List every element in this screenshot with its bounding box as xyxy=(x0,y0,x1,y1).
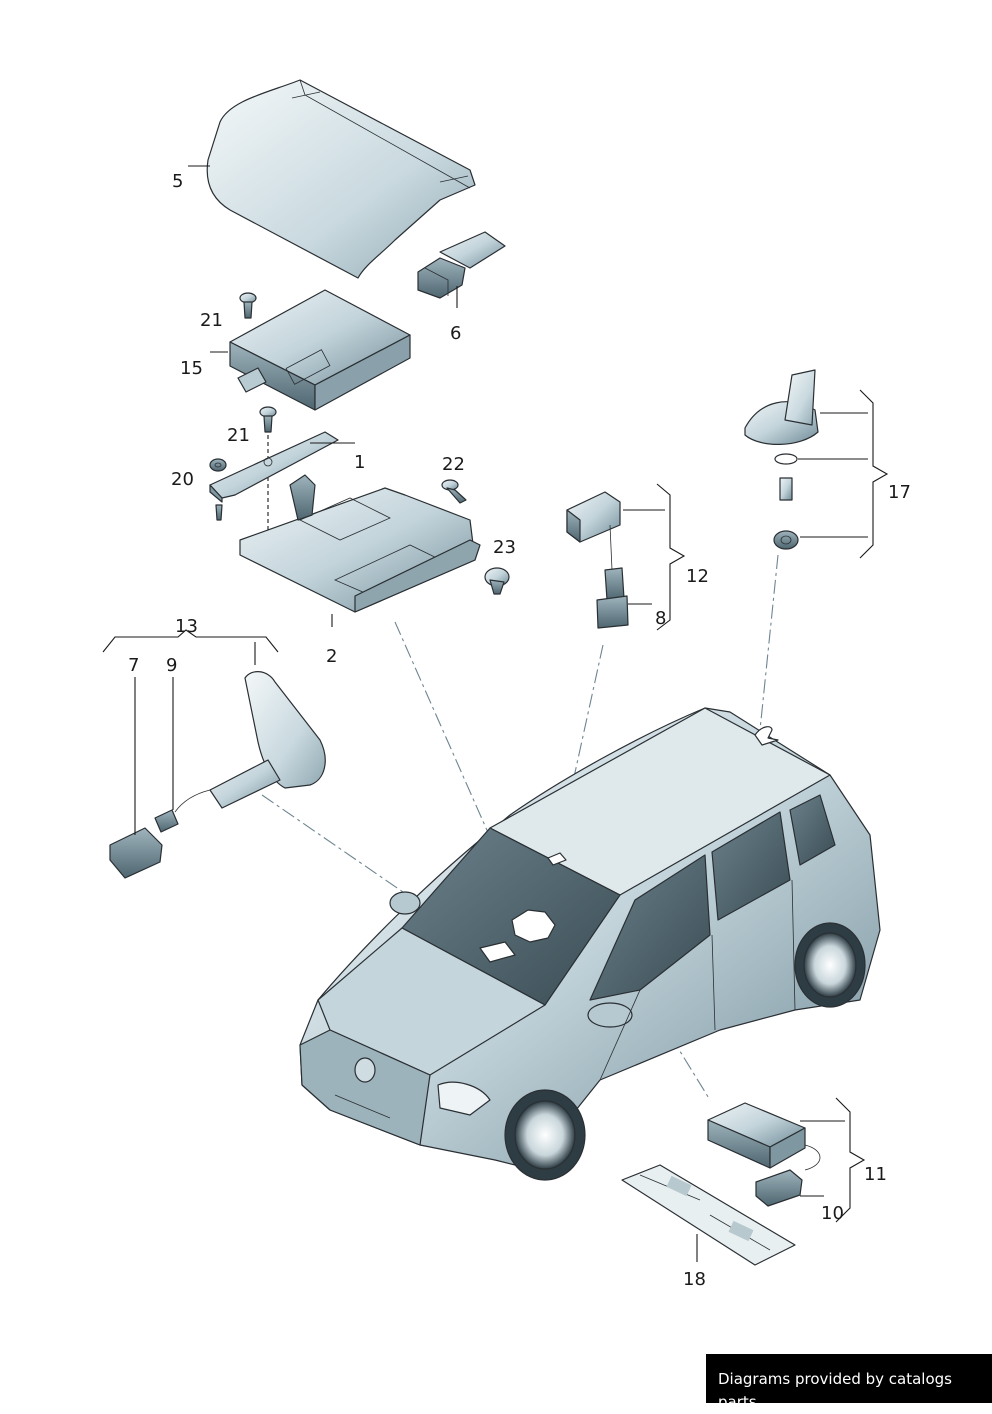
carrier-plate-part-2 xyxy=(239,474,481,613)
leader-lines xyxy=(102,165,889,1262)
callout-18: 18 xyxy=(683,1269,706,1290)
callout-7: 7 xyxy=(128,655,139,676)
cable-part-9 xyxy=(154,809,179,833)
callout-13: 13 xyxy=(175,616,198,637)
bracket-part-1 xyxy=(209,431,339,503)
module-part-12 xyxy=(566,491,621,571)
callout-17: 17 xyxy=(888,482,911,503)
connector-part-7 xyxy=(109,827,163,879)
screw-part-21-lower xyxy=(259,406,277,530)
connector-part-6 xyxy=(417,231,506,299)
callout-11: 11 xyxy=(864,1164,887,1185)
callout-21-lower: 21 xyxy=(227,425,250,446)
callout-labels: 5 6 21 15 21 1 20 22 23 2 12 8 17 13 7 9… xyxy=(128,171,911,1290)
callout-15: 15 xyxy=(180,358,203,379)
callout-8: 8 xyxy=(655,608,666,629)
callout-21-upper: 21 xyxy=(200,310,223,331)
control-unit-part-15 xyxy=(229,289,411,411)
callout-2: 2 xyxy=(326,646,337,667)
clip-part-23 xyxy=(484,567,510,595)
interior-antenna-part-13 xyxy=(174,671,326,813)
pad-part-18 xyxy=(621,1164,796,1266)
callout-5: 5 xyxy=(172,171,183,192)
module-part-11 xyxy=(707,1102,821,1171)
antenna-part-17 xyxy=(744,369,819,550)
screw-part-22 xyxy=(441,479,467,504)
screw-part-21-upper xyxy=(239,292,257,319)
credit-badge: Diagrams provided by catalogs parts xyxy=(706,1354,992,1411)
callout-12: 12 xyxy=(686,566,709,587)
connector-part-10 xyxy=(755,1169,803,1207)
cover-part-5 xyxy=(206,79,476,279)
callout-10: 10 xyxy=(821,1203,844,1224)
vehicle-illustration xyxy=(299,707,881,1181)
callout-1: 1 xyxy=(354,452,365,473)
callout-9: 9 xyxy=(166,655,177,676)
callout-20: 20 xyxy=(171,469,194,490)
callout-6: 6 xyxy=(450,323,461,344)
callout-22: 22 xyxy=(442,454,465,475)
connector-part-8 xyxy=(596,567,629,629)
nut-part-20 xyxy=(209,458,227,521)
callout-23: 23 xyxy=(493,537,516,558)
